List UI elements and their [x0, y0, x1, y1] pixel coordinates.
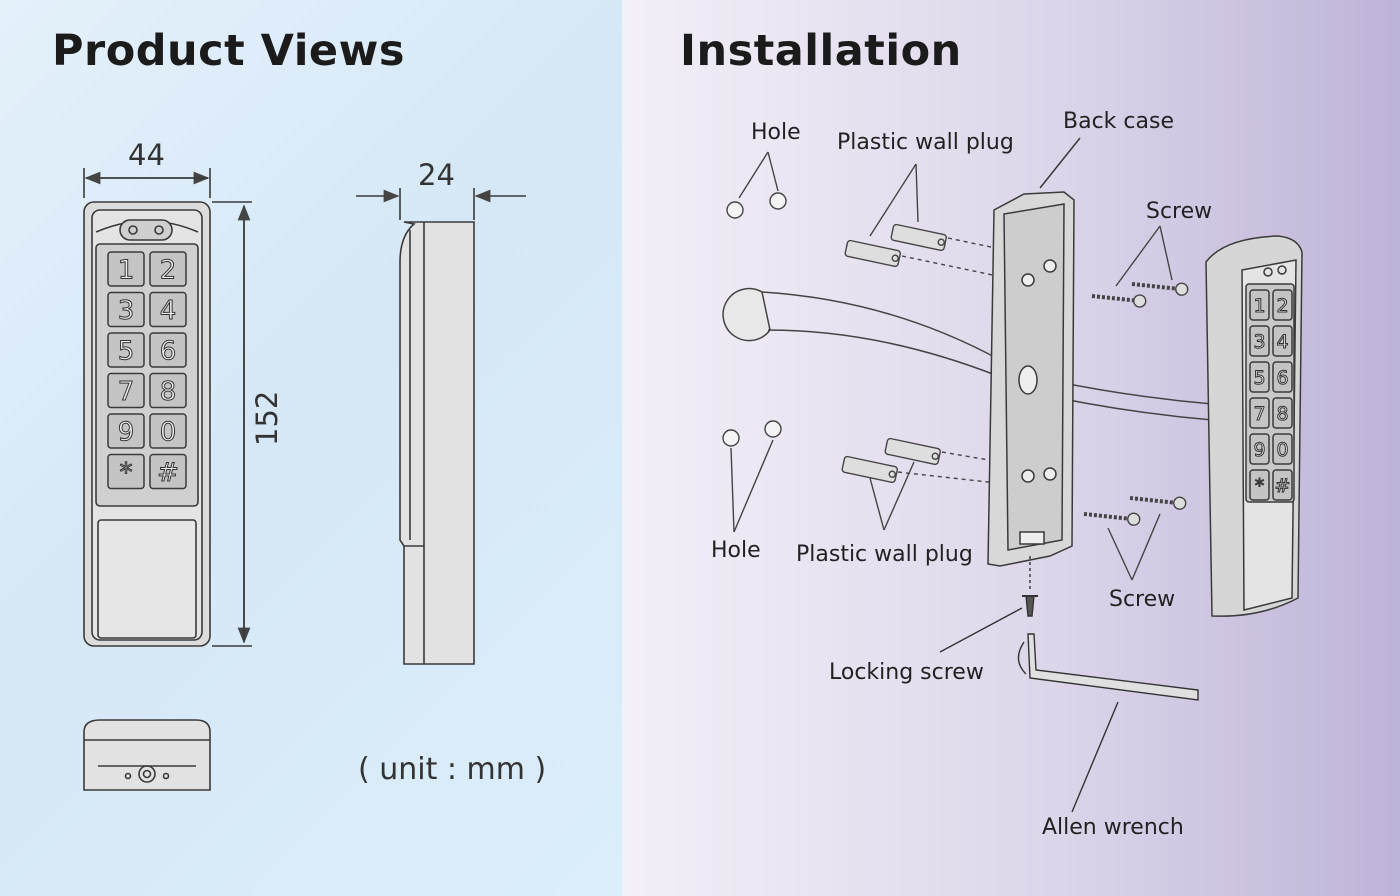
- key-label: 8: [160, 377, 177, 407]
- key-button: [1249, 397, 1270, 429]
- key-label: #: [1275, 475, 1291, 497]
- key-button: [1272, 397, 1293, 429]
- key-button: [107, 291, 145, 328]
- screws: [1083, 225, 1189, 581]
- key-button: [107, 453, 145, 490]
- key-label: *: [120, 458, 133, 488]
- key-label: 4: [1276, 331, 1288, 353]
- key-label: 3: [1253, 331, 1265, 353]
- key-label: 2: [160, 255, 177, 285]
- key-button: [149, 453, 187, 490]
- side-view: [356, 188, 526, 665]
- key-button: [149, 332, 187, 368]
- label-locking-screw: Locking screw: [829, 660, 984, 685]
- label-allen-wrench: Allen wrench: [1042, 815, 1184, 840]
- unit-note: ( unit : mm ): [358, 752, 547, 787]
- key-button: [149, 372, 187, 409]
- label-back-case: Back case: [1063, 109, 1174, 134]
- key-label: 8: [1276, 403, 1288, 425]
- key-label: 2: [1276, 295, 1288, 317]
- depth-dimension: 24: [418, 158, 455, 192]
- width-dimension: 44: [128, 138, 165, 172]
- key-button: [149, 291, 187, 328]
- key-button: [1272, 361, 1293, 393]
- key-button: [1249, 433, 1270, 465]
- label-plastic-wall-plug-bottom: Plastic wall plug: [796, 542, 973, 567]
- key-label: 9: [1253, 439, 1265, 461]
- key-button: [1272, 433, 1293, 465]
- key-label: 6: [1276, 367, 1288, 389]
- locking-screw: [939, 556, 1038, 653]
- bottom-view: [83, 719, 211, 791]
- key-label: 0: [160, 417, 177, 447]
- height-dimension: 152: [250, 390, 284, 446]
- key-label: 6: [160, 336, 177, 366]
- label-hole-top: Hole: [751, 120, 801, 145]
- key-label: 1: [1253, 295, 1265, 317]
- key-label: 7: [1253, 403, 1265, 425]
- key-label: 5: [118, 336, 135, 366]
- key-label: #: [157, 458, 179, 488]
- key-button: [1249, 325, 1270, 357]
- key-label: 7: [118, 377, 135, 407]
- label-screw-top: Screw: [1146, 199, 1213, 224]
- installation-title: Installation: [680, 26, 962, 76]
- key-button: [107, 251, 145, 287]
- key-label: 3: [118, 296, 135, 326]
- cable: [722, 287, 1213, 421]
- back-case: [987, 137, 1081, 567]
- label-plastic-wall-plug-top: Plastic wall plug: [837, 130, 1014, 155]
- product-views-title: Product Views: [52, 26, 405, 76]
- key-label: 1: [118, 255, 135, 285]
- key-button: [149, 413, 187, 449]
- key-label: 4: [160, 296, 177, 326]
- key-button: [149, 251, 187, 287]
- key-button: [107, 332, 145, 368]
- key-label: 0: [1276, 439, 1288, 461]
- allen-wrench: [1017, 633, 1199, 813]
- key-label: 9: [118, 417, 135, 447]
- key-button: [1249, 289, 1270, 321]
- key-button: [1272, 289, 1293, 321]
- key-button: [1249, 469, 1270, 501]
- key-button: [107, 372, 145, 409]
- label-hole-bottom: Hole: [711, 538, 761, 563]
- label-screw-bottom: Screw: [1109, 587, 1176, 612]
- key-label: 5: [1253, 367, 1265, 389]
- key-button: [1249, 361, 1270, 393]
- key-label: *: [1255, 475, 1265, 497]
- key-button: [1272, 325, 1293, 357]
- key-button: [107, 413, 145, 449]
- key-button: [1272, 469, 1293, 501]
- wall-holes: [722, 151, 787, 533]
